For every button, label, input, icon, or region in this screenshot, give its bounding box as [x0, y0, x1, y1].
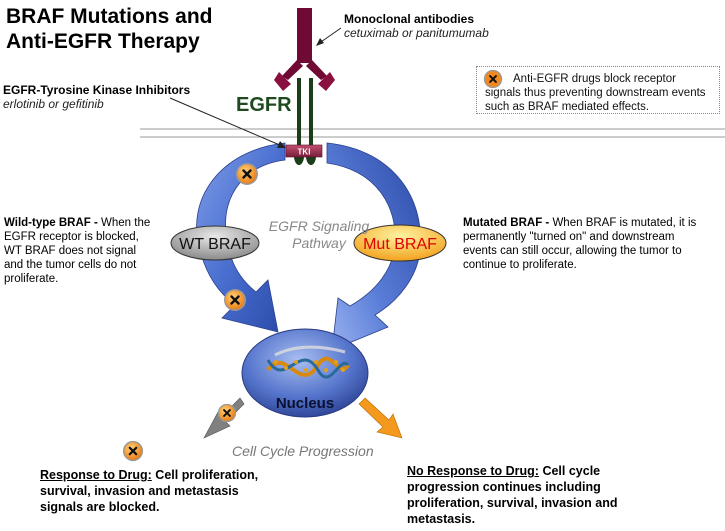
block-x-icon [223, 288, 247, 312]
block-x-icon [122, 440, 144, 462]
response-description: Response to Drug: Cell proliferation, su… [40, 468, 259, 514]
svg-text:Nucleus: Nucleus [276, 395, 334, 412]
diagram-title: BRAF Mutations and Anti-EGFR Therapy [6, 5, 213, 53]
cell-cycle-label: Cell Cycle Progression [232, 443, 374, 459]
cell-membrane [140, 128, 725, 138]
wt-braf-node: WT BRAF [170, 225, 260, 261]
tki-pointer-arrow [169, 97, 286, 148]
mut-braf-node: Mut BRAF [353, 224, 447, 262]
svg-text:TKI: TKI [298, 148, 311, 157]
block-x-icon [235, 162, 259, 186]
x-block-icon [483, 69, 503, 89]
left-pathway-arrow [196, 142, 286, 333]
svg-text:Mut BRAF: Mut BRAF [363, 236, 437, 253]
mutated-description: Mutated BRAF - When BRAF is mutated, it … [463, 217, 697, 271]
tki-badge: TKI [285, 144, 323, 158]
antibody-label: Monoclonal antibodies cetuximab or panit… [344, 12, 489, 40]
pathway-label: EGFR Signaling Pathway [268, 218, 370, 251]
svg-text:WT BRAF: WT BRAF [179, 236, 251, 253]
wild-type-description: Wild-type BRAF - When the EGFR receptor … [4, 217, 151, 285]
monoclonal-antibody [274, 8, 335, 91]
no-response-description: No Response to Drug: Cell cycle progress… [407, 464, 618, 526]
nucleus: Nucleus [241, 328, 369, 418]
progression-outcome-arrow [358, 397, 403, 439]
tki-label: EGFR-Tyrosine Kinase Inhibitors erlotini… [3, 83, 191, 111]
block-x-icon [217, 403, 237, 423]
egfr-label: EGFR [236, 94, 292, 116]
right-pathway-arrow [326, 142, 421, 351]
note-box: Anti-EGFR drugs block receptor signals t… [476, 66, 720, 114]
antibody-pointer-arrow [316, 27, 342, 46]
dna-helix-icon [266, 345, 350, 379]
